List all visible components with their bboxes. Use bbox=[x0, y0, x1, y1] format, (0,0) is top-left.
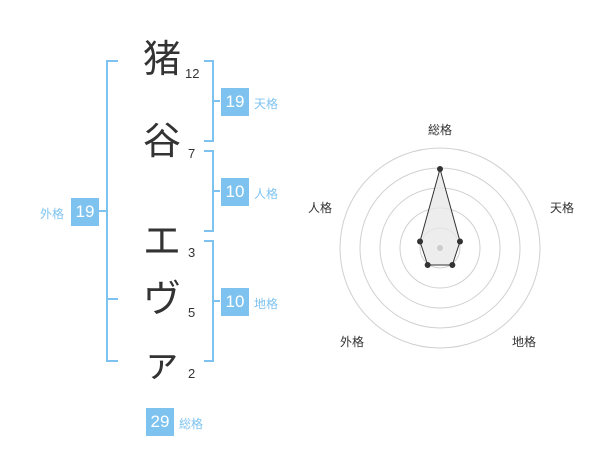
chikaku-tick bbox=[212, 300, 220, 302]
jinkaku-tick bbox=[212, 190, 220, 192]
gaikaku-label: 外格 bbox=[40, 207, 65, 221]
radar-ring bbox=[339, 147, 541, 349]
radar-label-soukaku: 総格 bbox=[428, 122, 452, 137]
chikaku-value: 10 bbox=[221, 288, 249, 316]
radar-point-4 bbox=[424, 261, 431, 268]
gaikaku-bracket bbox=[106, 60, 118, 362]
jinkaku-value: 10 bbox=[221, 178, 249, 206]
radar-label-gaikaku: 外格 bbox=[340, 334, 364, 349]
name-char-3: エ bbox=[143, 219, 182, 263]
stroke-count-1: 12 bbox=[185, 66, 200, 81]
chikaku-label: 地格 bbox=[254, 297, 279, 311]
tenkaku-tick bbox=[212, 100, 220, 102]
name-char-1: 猪 bbox=[143, 37, 182, 81]
jinkaku-label: 人格 bbox=[254, 187, 279, 201]
radar-label-jinkaku: 人格 bbox=[308, 200, 332, 215]
stroke-count-3: 3 bbox=[188, 245, 196, 260]
radar-point-3 bbox=[449, 261, 456, 268]
stroke-count-5: 2 bbox=[188, 366, 196, 381]
tenkaku-value: 19 bbox=[221, 88, 249, 116]
soukaku-label: 総格 bbox=[179, 417, 204, 431]
name-char-5: ァ bbox=[143, 341, 182, 385]
soukaku-value: 29 bbox=[146, 408, 174, 436]
name-char-4: ヴ bbox=[143, 277, 182, 321]
gaikaku-value: 19 bbox=[71, 198, 99, 226]
radar-point-1 bbox=[437, 166, 443, 172]
stroke-count-2: 7 bbox=[188, 146, 196, 161]
name-char-2: 谷 bbox=[143, 119, 182, 163]
stroke-count-4: 5 bbox=[188, 305, 196, 320]
tenkaku-label: 天格 bbox=[254, 97, 279, 111]
radar-point-5 bbox=[417, 238, 424, 245]
gaikaku-split-tick bbox=[106, 298, 118, 300]
radar-point-2 bbox=[456, 238, 463, 245]
radar-center bbox=[437, 245, 443, 251]
radar-label-tenkaku: 天格 bbox=[550, 200, 574, 215]
radar-dots bbox=[417, 166, 463, 268]
gaikaku-tick bbox=[98, 210, 106, 212]
radar-shape bbox=[419, 167, 461, 266]
radar-label-chikaku: 地格 bbox=[512, 334, 536, 349]
